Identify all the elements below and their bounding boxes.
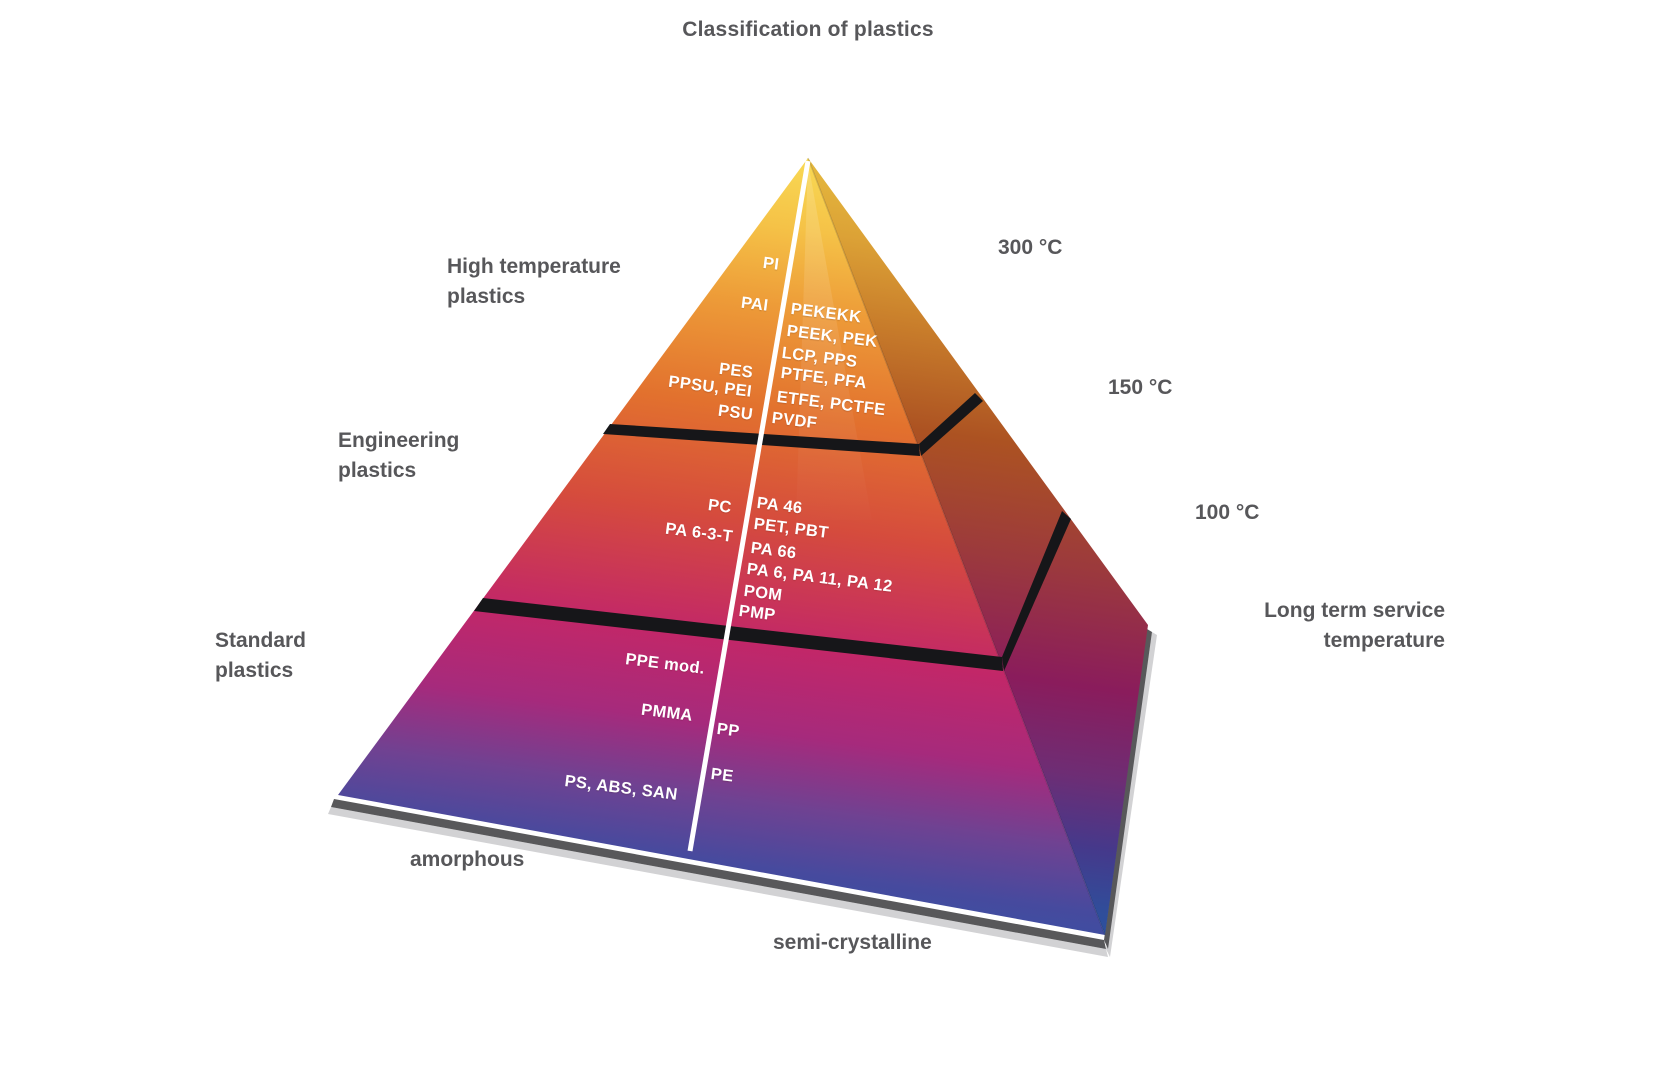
material-label-psu: PSU (717, 401, 754, 424)
long-term-label-line: Long term service (1264, 599, 1445, 622)
base-edge-front (331, 799, 1106, 949)
temp-label-100: 100 °C (1195, 501, 1260, 524)
material-label-pp: PP (715, 720, 741, 741)
long-term-service-temperature-label: Long term service temperature (1264, 596, 1445, 656)
apex-highlight (796, 162, 872, 520)
face-crease-edge (807, 157, 1106, 936)
tier-label-high-temperature: High temperature plastics (447, 252, 621, 312)
tier-label-line: High temperature (447, 255, 621, 278)
tier-band-lower-right (1002, 511, 1071, 671)
amorphous-label: amorphous (410, 848, 525, 871)
tier-label-line: plastics (338, 459, 417, 482)
amorphous-semicrystalline-divider-line (687, 160, 811, 852)
pyramid-right-face (808, 158, 1148, 935)
material-label-pe: PE (709, 765, 735, 786)
temp-label-150: 150 °C (1108, 376, 1173, 399)
tier-label-line: Engineering (338, 429, 460, 452)
base-shadow-front (328, 807, 1108, 957)
tier-label-engineering: Engineering plastics (338, 426, 459, 486)
temp-label-300: 300 °C (998, 236, 1063, 259)
material-label-pc: PC (707, 496, 733, 517)
base-shadow-right (1106, 632, 1157, 957)
tier-label-line: plastics (215, 659, 294, 682)
tier-band-lower-front (474, 598, 1003, 671)
semi-crystalline-label: semi-crystalline (773, 931, 932, 954)
material-label-pi: PI (761, 254, 780, 274)
tier-band-upper-right (919, 393, 983, 456)
pyramid-front-face (338, 158, 1105, 935)
base-edge-right (1104, 629, 1152, 949)
material-label-pai: PAI (739, 293, 769, 315)
diagram-title: Classification of plastics (682, 18, 934, 41)
long-term-label-line: temperature (1323, 629, 1445, 652)
tier-label-line: plastics (447, 285, 526, 308)
tier-label-standard: Standard plastics (215, 626, 306, 686)
tier-label-line: Standard (215, 629, 307, 652)
